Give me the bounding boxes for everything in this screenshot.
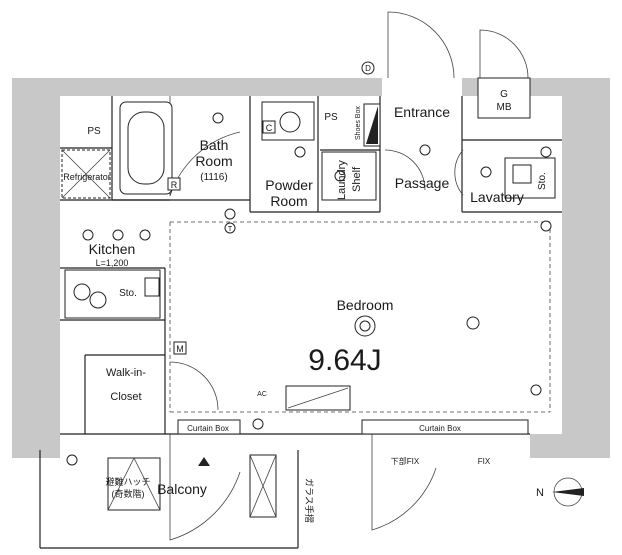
label-entrance: Entrance <box>394 104 450 120</box>
wall-left <box>12 78 60 458</box>
label-laundry: Laundry <box>336 160 348 200</box>
label-kitchen-length: L=1,200 <box>96 258 129 268</box>
label-mb: MB <box>497 102 512 113</box>
partitions <box>60 96 562 435</box>
wall-right <box>562 78 610 458</box>
marker-d: D <box>365 64 371 73</box>
wall-top-center <box>112 78 382 96</box>
compass-n: N <box>536 487 544 499</box>
label-balcony: Balcony <box>157 481 207 497</box>
label-bath-room-2: Room <box>195 153 232 169</box>
label-lavatory: Lavatory <box>470 189 524 205</box>
marker-t: T <box>228 226 233 233</box>
marker-r: R <box>171 180 178 190</box>
wall-bottom-left <box>12 400 60 458</box>
label-bath-size: (1116) <box>200 172 227 183</box>
label-shelf: Shelf <box>351 166 363 192</box>
marker-ps-center: PS <box>324 112 338 123</box>
doors <box>169 11 531 541</box>
label-powder-room: Powder <box>265 177 313 193</box>
marker-c: C <box>266 123 273 133</box>
label-powder-room-2: Room <box>270 193 307 209</box>
fixtures <box>39 101 556 549</box>
label-bedroom: Bedroom <box>337 297 394 313</box>
north-arrow-icon: N <box>536 477 584 507</box>
label-storage-kitchen: Sto. <box>119 288 137 299</box>
label-curtain-box-left: Curtain Box <box>187 424 229 433</box>
label-passage: Passage <box>395 175 450 191</box>
label-evac-hatch-odd: (奇数階) <box>112 488 145 499</box>
label-closet: Closet <box>110 391 141 403</box>
label-storage-lavatory: Sto. <box>537 172 548 190</box>
label-kitchen: Kitchen <box>89 241 136 257</box>
marker-g: G <box>500 89 508 100</box>
label-walk-in: Walk-in- <box>106 367 146 379</box>
label-bath-room: Bath <box>200 137 229 153</box>
label-evac-hatch: 避難ハッチ <box>105 476 150 487</box>
label-shoes-box: Shoes Box <box>355 106 362 140</box>
label-curtain-box-right: Curtain Box <box>419 424 461 433</box>
label-refrigerator: Refrigerator <box>63 172 111 182</box>
label-bedroom-size: 9.64J <box>308 344 381 377</box>
label-fix-lower: 下部FIX <box>391 456 420 466</box>
marker-ac: AC <box>257 391 267 398</box>
marker-m: M <box>176 344 184 354</box>
wall-right-notch <box>582 120 610 140</box>
label-glass-rail: ガラス手摺 <box>304 478 315 523</box>
marker-ps-left: PS <box>87 126 101 137</box>
label-fix: FIX <box>478 457 491 466</box>
